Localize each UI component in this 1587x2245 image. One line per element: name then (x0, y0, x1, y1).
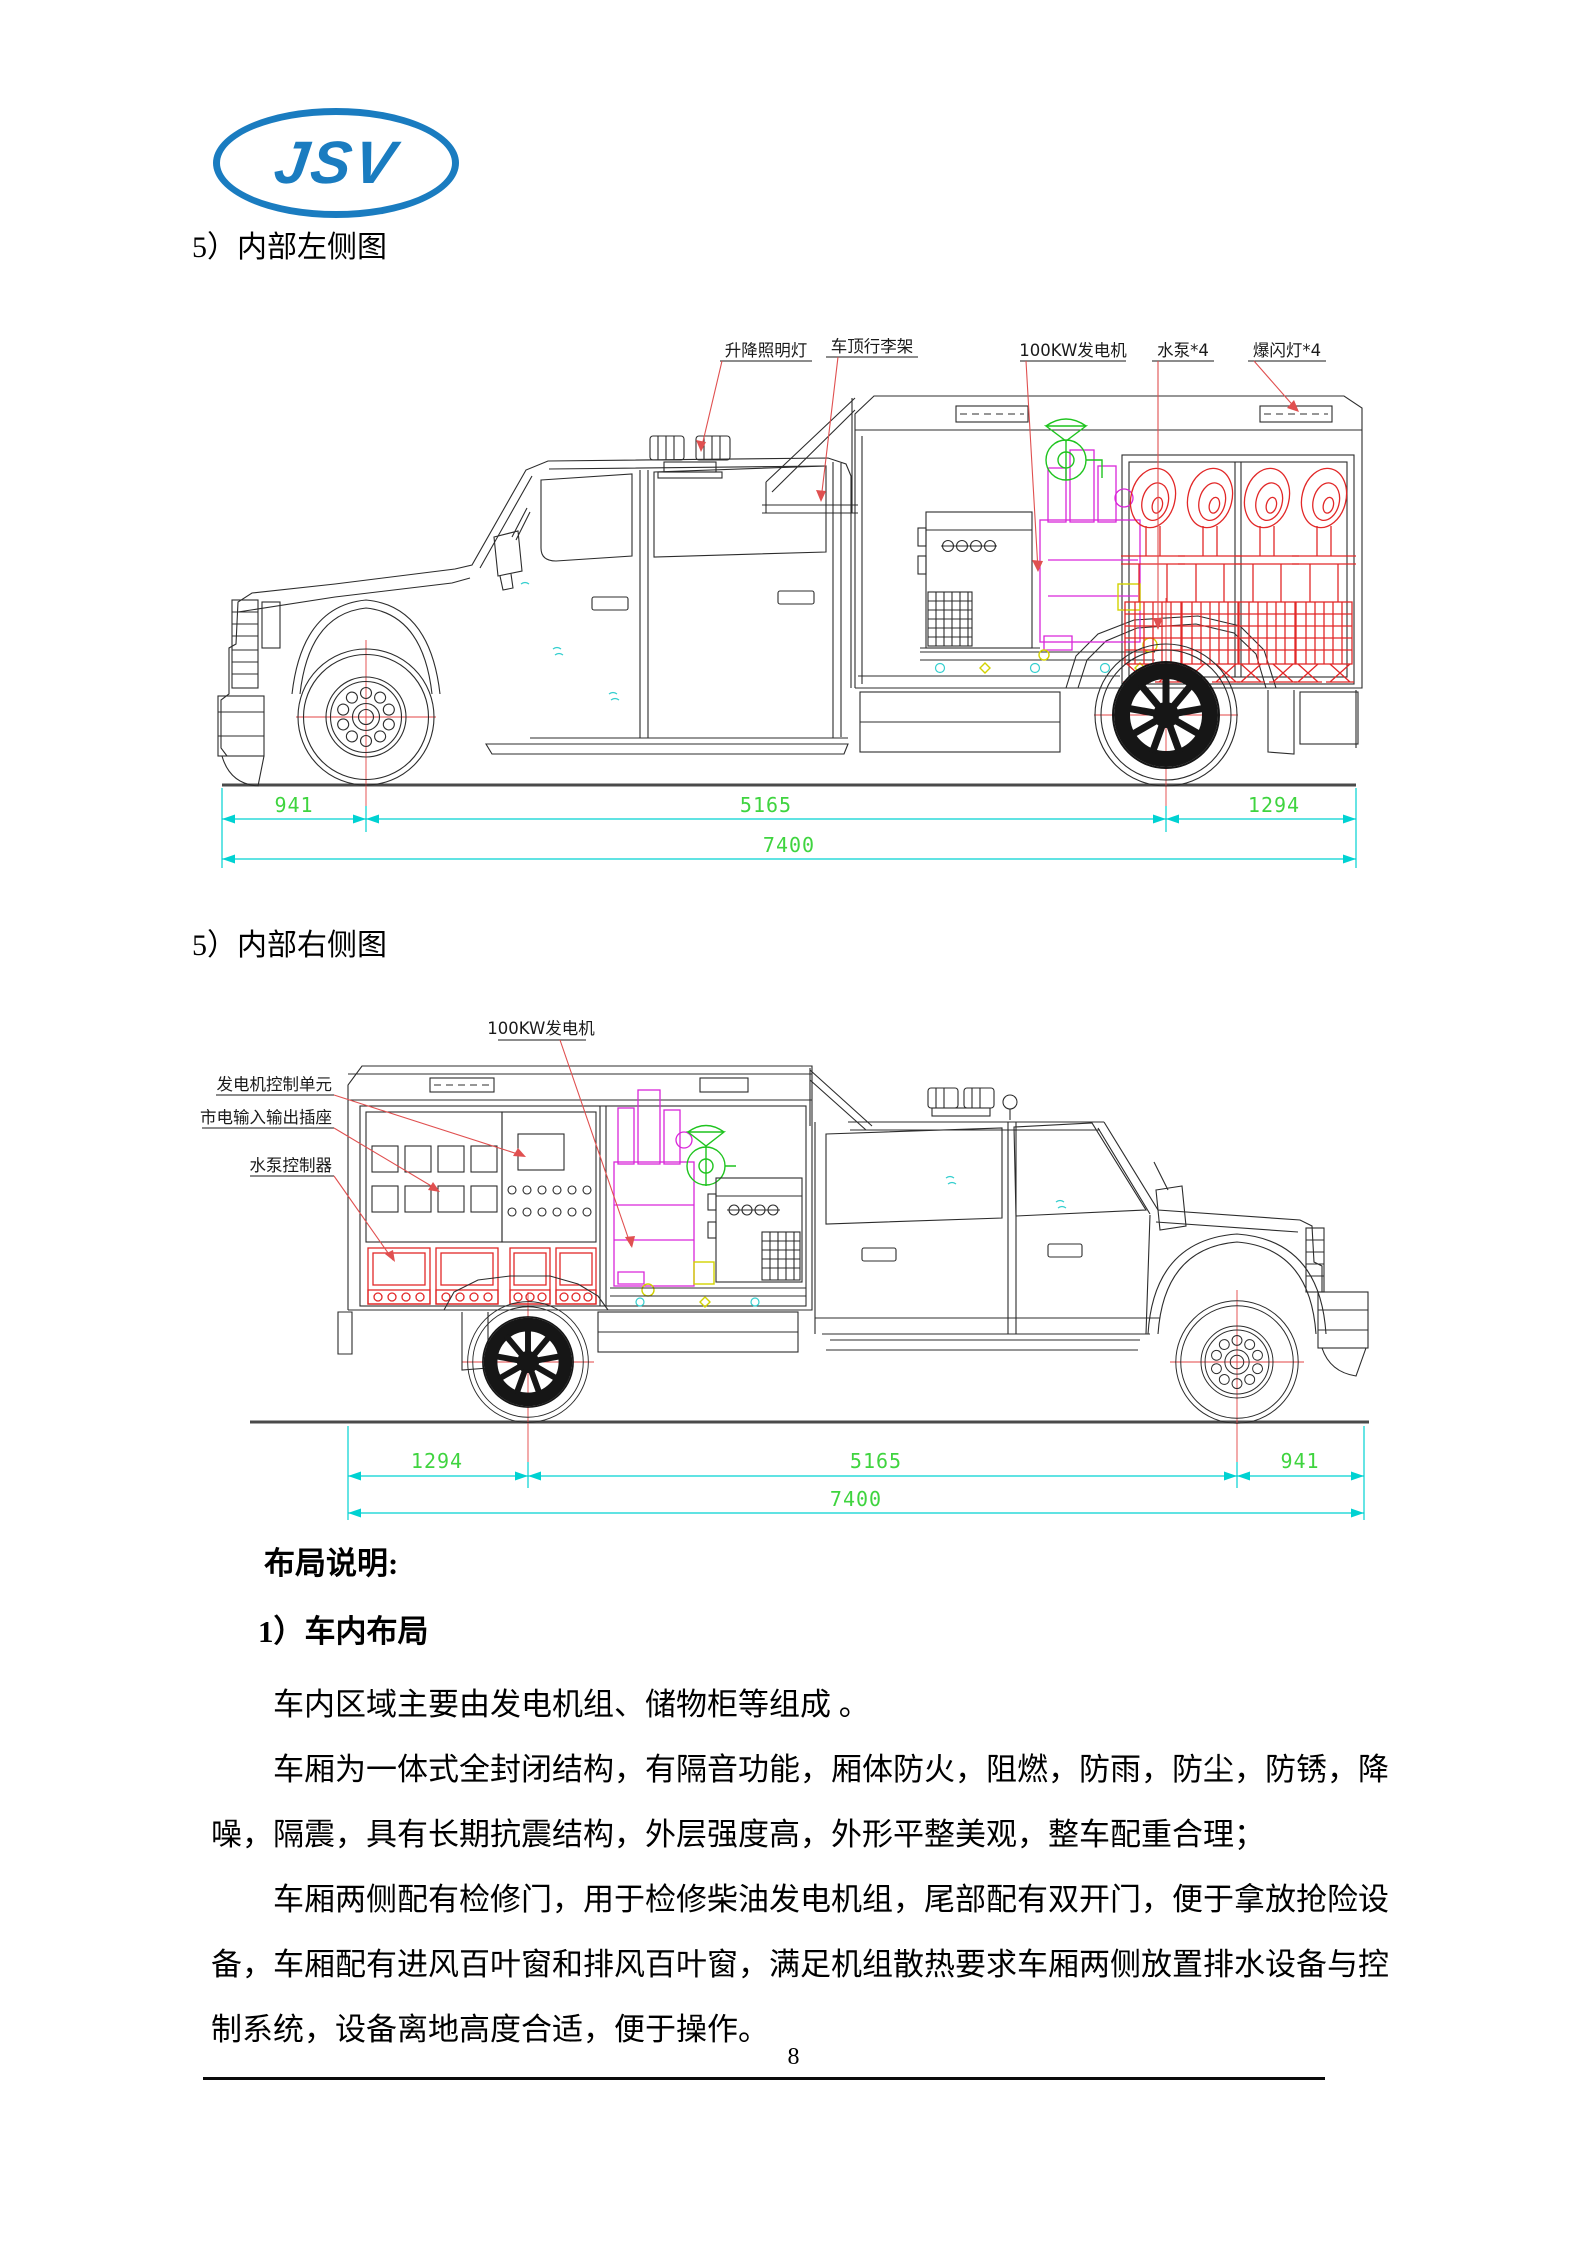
label-mains-io: 市电输入输出插座 (200, 1108, 332, 1127)
roof-light-bar (927, 1087, 1018, 1120)
generator-control-unit (501, 1111, 597, 1243)
label-generator: 100KW发电机 (487, 1019, 595, 1038)
page-number: 8 (787, 2044, 800, 2070)
footer-rule (203, 2077, 1325, 2080)
label-strobe: 爆闪灯*4 (1253, 341, 1321, 360)
paragraph-access-doors: 车厢两侧配有检修门，用于检修柴油发电机组，尾部配有双开门，便于拿放抢险设备，车厢… (211, 1882, 1389, 2047)
engine-block (1039, 449, 1141, 651)
right-view-heading: 5）内部右侧图 (192, 929, 387, 962)
dim-total-length: 7400 (830, 1487, 882, 1511)
jsv-logo-text: JSV (270, 129, 402, 196)
lift-lighting-lamp (649, 435, 731, 479)
drawing2-callouts: 100KW发电机 发电机控制单元 市电输入输出插座 水泵控制器 (200, 1019, 635, 1262)
label-generator-control: 发电机控制单元 (217, 1075, 333, 1094)
dim-rear-overhang: 1294 (411, 1449, 463, 1473)
box-body-right-view (337, 1065, 1160, 1371)
drawing2-dimensions: 1294 5165 941 7400 (250, 1290, 1369, 1520)
dim-front-overhang: 941 (274, 793, 313, 817)
left-view-heading: 5）内部左侧图 (192, 231, 387, 264)
box-body-left-view (854, 395, 1363, 755)
dim-wheelbase: 5165 (850, 1449, 902, 1473)
layout-description-text: 车内区域主要由发电机组、储物柜等组成 。 车厢为一体式全封闭结构，有隔音功能，厢… (211, 1672, 1389, 2062)
label-roof-rack: 车顶行李架 (831, 337, 914, 356)
dim-rear-overhang: 1294 (1248, 793, 1300, 817)
pump-green (1043, 418, 1103, 481)
mains-io-panel (365, 1111, 503, 1243)
rear-wheel (1095, 644, 1237, 786)
dim-wheelbase: 5165 (740, 793, 792, 817)
label-pump-controller: 水泵控制器 (250, 1156, 333, 1175)
truck-cab-right-view (809, 1068, 1369, 1377)
layout-heading: 布局说明: (264, 1546, 399, 1581)
paragraph-box-structure: 车厢为一体式全封闭结构，有隔音功能，厢体防火，阻燃，防雨，防尘，防锈，降噪，隔震… (211, 1752, 1389, 1852)
drawing1-dimensions: 941 5165 1294 7400 (221, 598, 1357, 868)
truck-cab-left-view (217, 397, 858, 787)
rear-wheel (468, 1302, 589, 1423)
label-water-pump: 水泵*4 (1157, 341, 1209, 360)
label-generator: 100KW发电机 (1019, 341, 1127, 360)
jsv-logo: JSV (213, 108, 459, 218)
generator-100kw (917, 418, 1158, 661)
dim-total-length: 7400 (763, 833, 815, 857)
label-lift-light: 升降照明灯 (725, 341, 808, 360)
strobe-light-left (955, 405, 1029, 423)
drawing1-callouts: 升降照明灯 车顶行李架 100KW发电机 水泵*4 爆闪灯*4 (696, 337, 1326, 630)
paragraph-interior-composition: 车内区域主要由发电机组、储物柜等组成 。 (273, 1687, 870, 1722)
dim-front-overhang: 941 (1280, 1449, 1319, 1473)
left-side-view-drawing: 941 5165 1294 7400 (217, 337, 1363, 868)
right-side-view-drawing: 1294 5165 941 7400 (200, 1019, 1369, 1520)
generator-100kw (610, 1089, 806, 1308)
pump-controllers (367, 1247, 597, 1305)
roof-luggage-rack (762, 397, 858, 514)
layout-sub-heading: 1）车内布局 (258, 1614, 429, 1649)
